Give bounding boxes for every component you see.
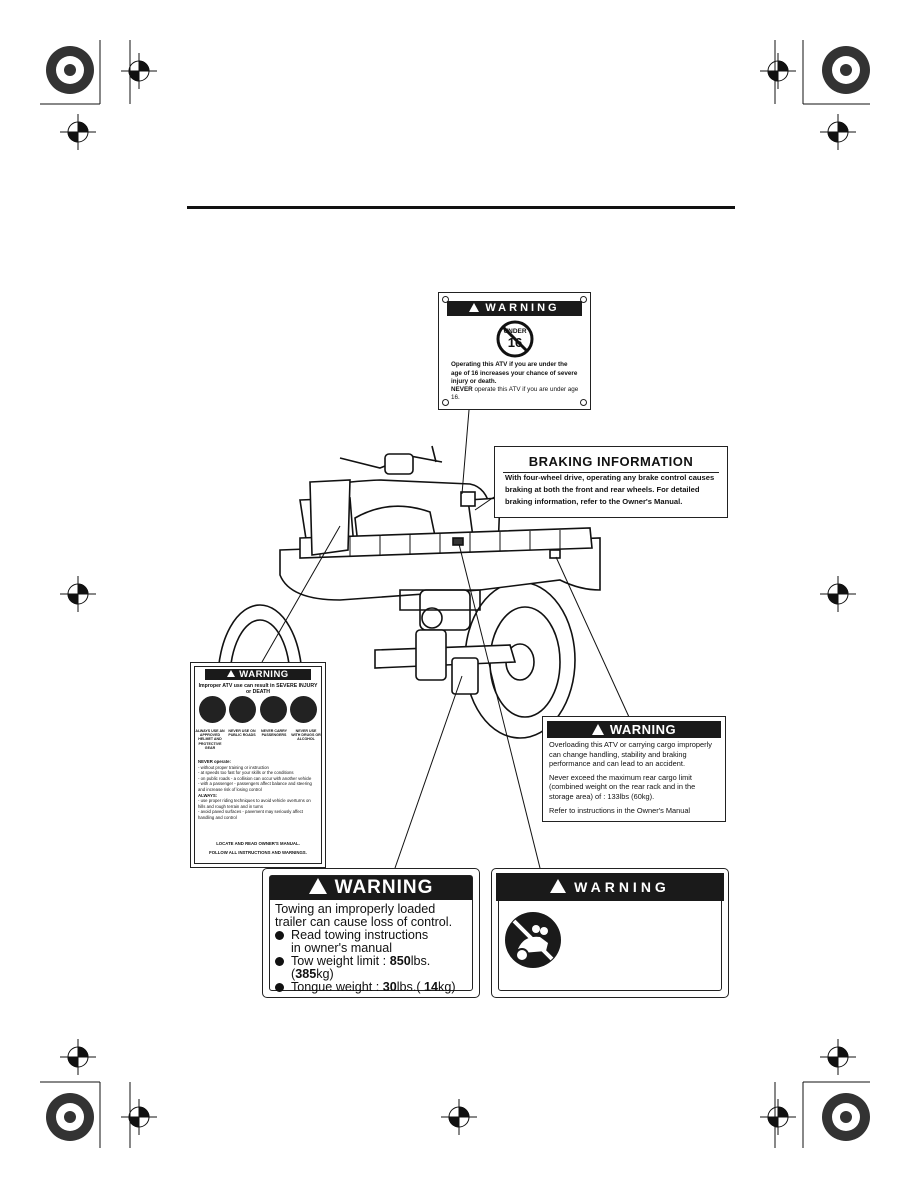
towing-bullet: Tongue weight : 30lbs.( 14kg)	[275, 981, 471, 994]
caption-helmet: ALWAYS USE AN APPROVED HELMET AND PROTEC…	[195, 729, 225, 750]
overloading-paragraph: Refer to instructions in the Owner's Man…	[549, 805, 691, 815]
warning-triangle-icon	[469, 303, 480, 312]
bullet-icon	[275, 957, 284, 966]
rivet-icon	[442, 296, 449, 303]
list-item: - on public roads - a collision can occu…	[198, 775, 312, 781]
bullet-icon	[275, 931, 284, 940]
warning-triangle-icon	[550, 879, 567, 893]
improper-use-body: NEVER operate: - without proper training…	[198, 759, 319, 821]
label-under-16: WARNING UNDER 16 Operating this ATV if y…	[438, 292, 591, 410]
towing-line: trailer can cause loss of control.	[275, 915, 453, 929]
no-drugs-alcohol-icon	[289, 696, 317, 723]
caption-drugs: NEVER USE WITH DRUGS OR ALCOHOL	[291, 729, 321, 742]
warning-bar: WARNING	[547, 721, 721, 738]
warning-text: WARNING	[485, 302, 560, 314]
rivet-icon	[580, 296, 587, 303]
warning-bar: WARNING	[270, 876, 472, 900]
braking-title: BRAKING INFORMATION	[503, 454, 719, 473]
bullet-icon	[275, 983, 284, 992]
never-operate-heading: NEVER operate:	[198, 759, 231, 764]
warning-text: WARNING	[574, 879, 670, 895]
always-heading: ALWAYS:	[198, 792, 218, 798]
list-item: - with a passenger - passengers affect b…	[198, 781, 312, 792]
header-rule	[187, 206, 735, 209]
warning-text: WARNING	[239, 669, 289, 680]
no-passenger-pictogram-icon	[505, 912, 561, 968]
warning-triangle-icon	[227, 670, 236, 677]
warning-text: WARNING	[609, 722, 677, 737]
caption-passengers: NEVER CARRY PASSENGERS	[260, 729, 288, 738]
label-braking-information: BRAKING INFORMATION With four-wheel driv…	[494, 446, 728, 518]
towing-body: Towing an improperly loaded trailer can …	[275, 903, 471, 994]
footer-line: LOCATE AND READ OWNER'S MANUAL.	[216, 841, 300, 846]
towing-bullet: Tow weight limit : 850lbs.(385kg)	[275, 955, 471, 981]
rivet-icon	[442, 399, 449, 406]
under16-warning-text: Operating this ATV if you are under the …	[451, 361, 578, 385]
label-overloading: WARNING Overloading this ATV or carrying…	[542, 716, 726, 822]
list-item: - without proper training or instruction	[198, 764, 269, 770]
overloading-text: Overloading this ATV or carrying cargo i…	[549, 740, 719, 815]
label-inner-border	[194, 666, 322, 864]
warning-triangle-icon	[308, 878, 327, 894]
overloading-paragraph: Never exceed the maximum rear cargo limi…	[549, 772, 696, 801]
list-item: - use proper riding techniques to avoid …	[198, 798, 311, 809]
pictogram-captions: ALWAYS USE AN APPROVED HELMET AND PROTEC…	[195, 729, 321, 750]
pictogram-row	[199, 696, 317, 728]
braking-text: With four-wheel drive, operating any bra…	[505, 473, 715, 506]
no-public-roads-icon	[229, 696, 257, 723]
warning-bar: WARNING	[205, 669, 311, 680]
sign-under-text: UNDER	[503, 328, 527, 335]
warning-bar: WARNING	[496, 873, 724, 901]
helmet-pictogram-icon	[199, 696, 226, 723]
list-item: - avoid paved surfaces - pavement may se…	[198, 809, 304, 820]
label-towing: WARNING Towing an improperly loaded trai…	[262, 868, 480, 998]
warning-triangle-icon	[591, 724, 604, 735]
towing-line: Towing an improperly loaded	[275, 902, 436, 916]
under16-never-text: NEVER operate this ATV if you are under …	[451, 386, 579, 401]
sign-age-number: 16	[507, 335, 523, 350]
label-improper-use: WARNING Improper ATV use can result in S…	[190, 662, 326, 868]
caption-public-roads: NEVER USE ON PUBLIC ROADS	[228, 729, 256, 738]
no-passengers-icon	[259, 696, 287, 723]
improper-use-headline: Improper ATV use can result in SEVERE IN…	[198, 683, 318, 695]
list-item: - at speeds too fast for your skills or …	[198, 770, 294, 776]
warning-bar: WARNING	[447, 301, 582, 316]
warning-text: WARNING	[334, 877, 434, 898]
label-no-passenger: WARNING	[491, 868, 729, 998]
rivet-icon	[580, 399, 587, 406]
footer-line: FOLLOW ALL INSTRUCTIONS AND WARNINGS.	[209, 850, 307, 855]
overloading-paragraph: Overloading this ATV or carrying cargo i…	[549, 740, 712, 769]
label-inner-border	[269, 875, 473, 991]
no-under-16-icon	[496, 320, 534, 358]
improper-use-footer: LOCATE AND READ OWNER'S MANUAL. FOLLOW A…	[197, 839, 319, 857]
